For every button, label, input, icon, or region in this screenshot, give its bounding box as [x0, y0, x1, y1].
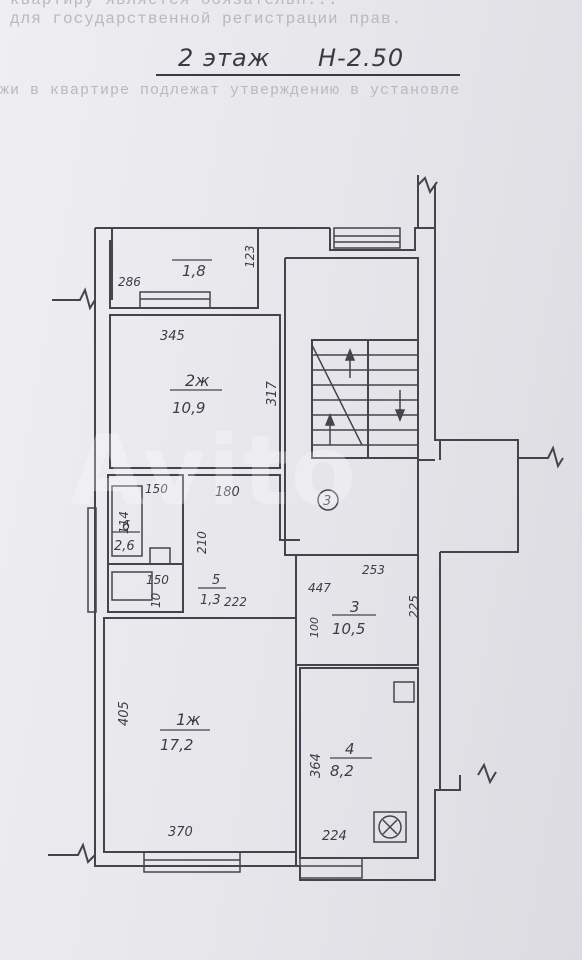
- dim-447: 447: [308, 581, 331, 595]
- room-3-number: 3: [350, 598, 360, 616]
- room-1x-area: 17,2: [160, 736, 193, 754]
- room-5-area: 1,3: [200, 593, 221, 608]
- dim-10: 10: [149, 592, 163, 608]
- walls: [94, 175, 519, 881]
- dim-317: 317: [265, 380, 280, 406]
- dim-364: 364: [309, 753, 324, 778]
- room-1x-number: 1ж: [176, 710, 201, 729]
- room-5-number: 5: [212, 573, 220, 588]
- dim-370: 370: [168, 825, 193, 840]
- dim-180: 180: [215, 485, 240, 500]
- room-6-number: 6: [122, 519, 130, 534]
- fixtures: [111, 485, 415, 843]
- floor-title: 2 этаж: [178, 44, 271, 72]
- dim-253: 253: [362, 563, 385, 577]
- dim-100: 100: [308, 617, 321, 638]
- fraction-bars: [112, 259, 376, 759]
- title-underline: [156, 74, 460, 76]
- sink-icon: [111, 571, 153, 601]
- room-2x-number: 2ж: [185, 371, 210, 390]
- dim-150a: 150: [145, 482, 168, 496]
- room-2x-area: 10,9: [172, 399, 205, 417]
- dim-286: 286: [118, 275, 141, 289]
- height-label: Н-2.50: [318, 44, 405, 72]
- windows: [87, 227, 401, 879]
- dim-114: 114: [117, 511, 131, 534]
- vent-icon: [393, 681, 415, 703]
- header-line-3: жи в квартире подлежат утверждению в уст…: [0, 82, 461, 99]
- stair-arrows: [324, 347, 406, 445]
- room-1-8-area: 1,8: [182, 262, 206, 280]
- avito-watermark: Avito: [70, 415, 359, 527]
- dim-224: 224: [322, 829, 347, 844]
- header-line-2: для государственной регистрации прав.: [10, 10, 403, 28]
- stove-icon: [373, 811, 407, 843]
- dim-222: 222: [224, 595, 247, 609]
- dim-345: 345: [160, 329, 185, 344]
- room-3-area: 10,5: [332, 620, 365, 638]
- stair-treads: [311, 344, 418, 446]
- dim-123: 123: [243, 245, 257, 268]
- dim-405: 405: [117, 701, 132, 726]
- room-4-number: 4: [345, 740, 355, 758]
- toilet-icon: [149, 547, 171, 565]
- room-6-area: 2,6: [114, 539, 135, 554]
- dim-210: 210: [195, 531, 209, 554]
- break-marks: [48, 176, 564, 864]
- dim-225: 225: [407, 595, 421, 618]
- stair-marker-circle: [317, 489, 339, 511]
- room-4-area: 8,2: [330, 762, 354, 780]
- header-line-1: квартиру является обязательн...: [10, 0, 339, 9]
- bathtub: [111, 485, 143, 557]
- stair-marker-label: 3: [323, 494, 331, 509]
- dim-150b: 150: [146, 573, 169, 587]
